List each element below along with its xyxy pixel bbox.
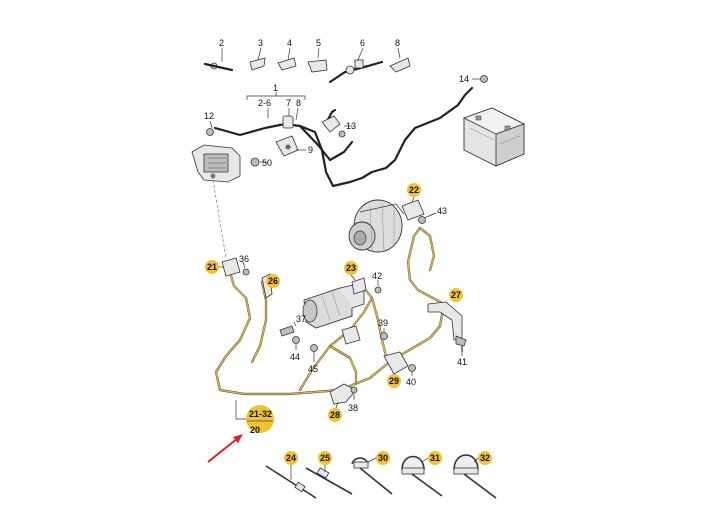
- label-13: 13: [346, 121, 356, 131]
- part-7-icon: [282, 115, 294, 129]
- label-8: 8: [395, 38, 400, 48]
- battery-icon: [462, 107, 526, 167]
- cable-tie-24-icon: [265, 465, 317, 499]
- connector-23-icon: [351, 277, 367, 295]
- clip-32-icon: [453, 454, 497, 499]
- clamp-9-icon: [275, 135, 299, 157]
- svg-text:25: 25: [320, 453, 330, 463]
- clip-31-icon: [401, 455, 443, 497]
- nut-39-icon: [380, 332, 388, 340]
- svg-text:30: 30: [378, 453, 388, 463]
- label-6: 6: [360, 38, 365, 48]
- part-6-icon: [328, 59, 384, 84]
- svg-text:24: 24: [286, 453, 296, 463]
- label-42: 42: [372, 271, 382, 281]
- label-2-6: 2-6: [258, 98, 271, 108]
- bracket-1: [246, 92, 306, 121]
- bottom-ties: 24 25 30 31: [265, 451, 497, 499]
- part-5-icon: [307, 59, 328, 73]
- nut-44-icon: [292, 336, 300, 344]
- relay-box-icon: [191, 144, 241, 183]
- badge-30: 30: [376, 451, 390, 465]
- badge-26: 26: [266, 274, 280, 288]
- svg-text:31: 31: [430, 453, 440, 463]
- label-43: 43: [437, 206, 447, 216]
- svg-text:22: 22: [409, 185, 419, 195]
- badge-32: 32: [478, 451, 492, 465]
- label-44: 44: [290, 352, 300, 362]
- nut-43-icon: [418, 216, 426, 224]
- nut-38-icon: [350, 386, 358, 394]
- connector-21-icon: [221, 257, 241, 277]
- svg-text:29: 29: [389, 376, 399, 386]
- label-38: 38: [348, 403, 358, 413]
- svg-text:27: 27: [451, 290, 461, 300]
- part-8-icon: [389, 57, 411, 73]
- label-45: 45: [308, 364, 318, 374]
- nut-42-icon: [374, 286, 382, 294]
- badge-28: 28: [328, 408, 342, 422]
- bolt-36-icon: [242, 268, 250, 276]
- label-3: 3: [258, 38, 263, 48]
- badge-22: 22: [407, 183, 421, 197]
- connector-22-icon: [401, 199, 425, 221]
- badge-21-32: 21-32 20: [235, 400, 274, 435]
- label-5: 5: [316, 38, 321, 48]
- part-2-icon: [203, 62, 234, 72]
- connector-starter-icon: [341, 325, 361, 345]
- nut-40-icon: [408, 364, 416, 372]
- label-9: 9: [308, 145, 313, 155]
- bolt-50-icon: [250, 157, 260, 167]
- label-37: 37: [296, 314, 306, 324]
- top-small-parts: [203, 47, 411, 84]
- badge-24: 24: [284, 451, 298, 465]
- label-7: 7: [286, 98, 291, 108]
- part-8-mount-icon: [321, 115, 341, 133]
- part-4-icon: [277, 57, 297, 71]
- bolt-41-icon: [455, 335, 467, 352]
- svg-text:21: 21: [207, 262, 217, 272]
- svg-text:26: 26: [268, 276, 278, 286]
- bolt-12-icon: [206, 128, 214, 136]
- label-41: 41: [457, 357, 467, 367]
- badge-23: 23: [344, 261, 358, 275]
- part-3-icon: [249, 57, 266, 71]
- label-50: 50: [262, 158, 272, 168]
- label-40: 40: [406, 377, 416, 387]
- svg-text:23: 23: [346, 263, 356, 273]
- badge-31: 31: [428, 451, 442, 465]
- label-36: 36: [239, 254, 249, 264]
- bracket-29-icon: [383, 351, 409, 375]
- bracket-28-icon: [329, 383, 357, 405]
- clip-30-icon: [351, 457, 393, 495]
- label-39: 39: [378, 318, 388, 328]
- cable-tie-25-icon: [305, 467, 353, 495]
- label-8b: 8: [296, 98, 301, 108]
- pointer-arrow-icon: [207, 434, 243, 463]
- label-1: 1: [273, 83, 278, 93]
- badge-21: 21: [205, 260, 219, 274]
- label-2: 2: [219, 38, 224, 48]
- starter-motor-icon: [302, 283, 365, 329]
- nut-14-icon: [480, 75, 488, 83]
- badge-25: 25: [318, 451, 332, 465]
- nut-13-icon: [338, 130, 346, 138]
- svg-text:32: 32: [480, 453, 490, 463]
- label-14: 14: [459, 74, 469, 84]
- nut-45-icon: [310, 344, 318, 352]
- label-12: 12: [204, 111, 214, 121]
- label-21-32: 21-32: [249, 409, 272, 419]
- bolt-37-icon: [279, 325, 295, 337]
- badge-27: 27: [449, 288, 463, 302]
- badge-29: 29: [387, 374, 401, 388]
- bracket-27-icon: [427, 301, 463, 341]
- label-4: 4: [287, 38, 292, 48]
- label-20: 20: [250, 425, 260, 435]
- alternator-icon: [348, 199, 405, 253]
- svg-text:28: 28: [330, 410, 340, 420]
- dashed-reference-line: [212, 179, 227, 259]
